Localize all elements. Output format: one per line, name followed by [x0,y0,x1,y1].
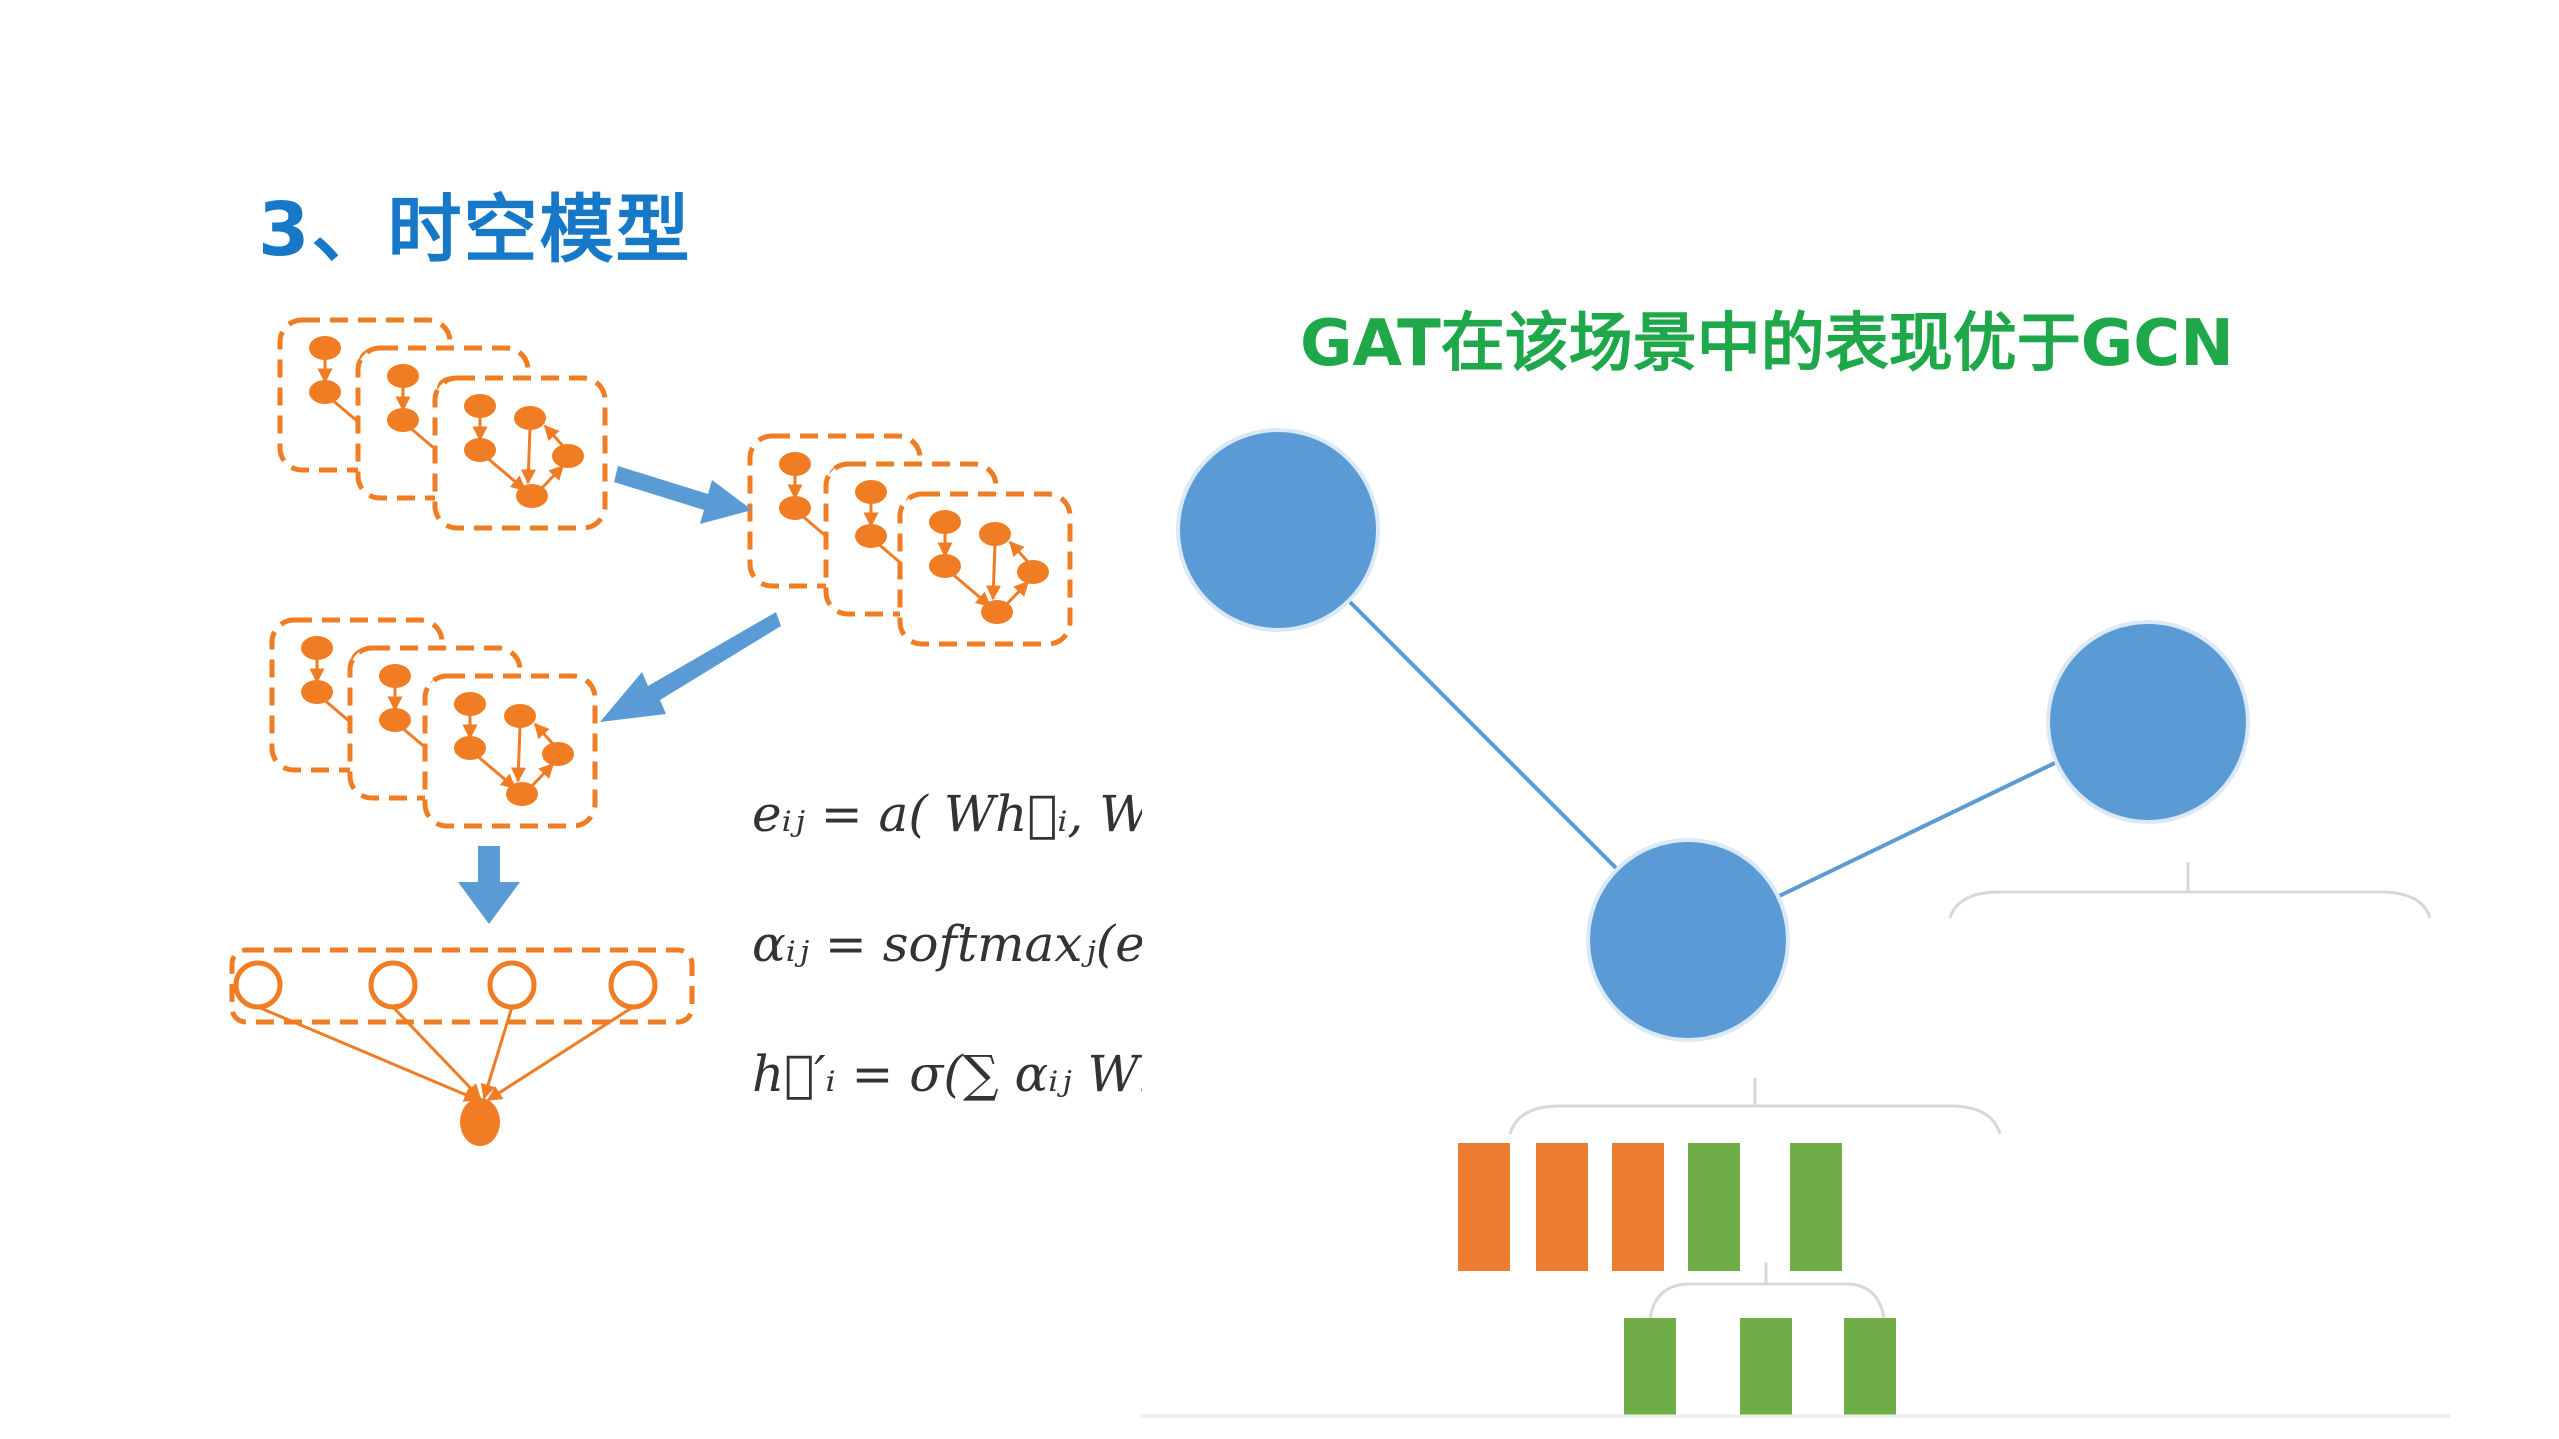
graph-snapshot-stack-1 [280,320,605,528]
formula-softmax: αᵢⱼ = softmaxⱼ(eᵢⱼ) [752,915,1142,973]
graph-snapshot-stack-2 [750,436,1070,644]
feature-bar-green [1790,1143,1842,1271]
feature-bar-green [1688,1143,1740,1271]
root-node [1176,428,1380,632]
flow-arrows [458,466,781,924]
arrow-right-icon [614,466,752,524]
feature-bar-orange [1536,1143,1588,1271]
feature-bar-orange [1458,1143,1510,1271]
output-node [460,1098,500,1146]
arrow-down-icon [458,846,520,924]
graph-snapshot [435,378,605,528]
tree-diagram [1140,428,2450,1418]
feature-bar-orange [1612,1143,1664,1271]
slide-subtitle: GAT在该场景中的表现优于GCN [1300,307,2234,381]
formula-aggregation: h⃗′ᵢ = σ(∑ αᵢⱼ Wh⃗ [752,1045,1142,1103]
graph-snapshot [900,494,1070,644]
formula-attention-coefficient: eᵢⱼ = a( Wh⃗ᵢ, Wh⃗ⱼ) [752,785,1142,843]
slide-title: 3、时空模型 [258,187,692,273]
node-embedding-vector [229,947,695,1146]
graph-snapshot-stack-3 [272,620,595,826]
arrow-down-left-icon [600,612,781,722]
feature-bar-green [1844,1318,1896,1416]
middle-node [1586,838,1790,1042]
graph-snapshot [425,676,595,826]
vector-node [608,960,658,1010]
feature-bar-green [1624,1318,1676,1416]
vector-node [368,960,418,1010]
right-node [2046,620,2250,824]
feature-bar-green [1740,1318,1792,1416]
vector-node [233,960,283,1010]
vector-node [487,960,537,1010]
